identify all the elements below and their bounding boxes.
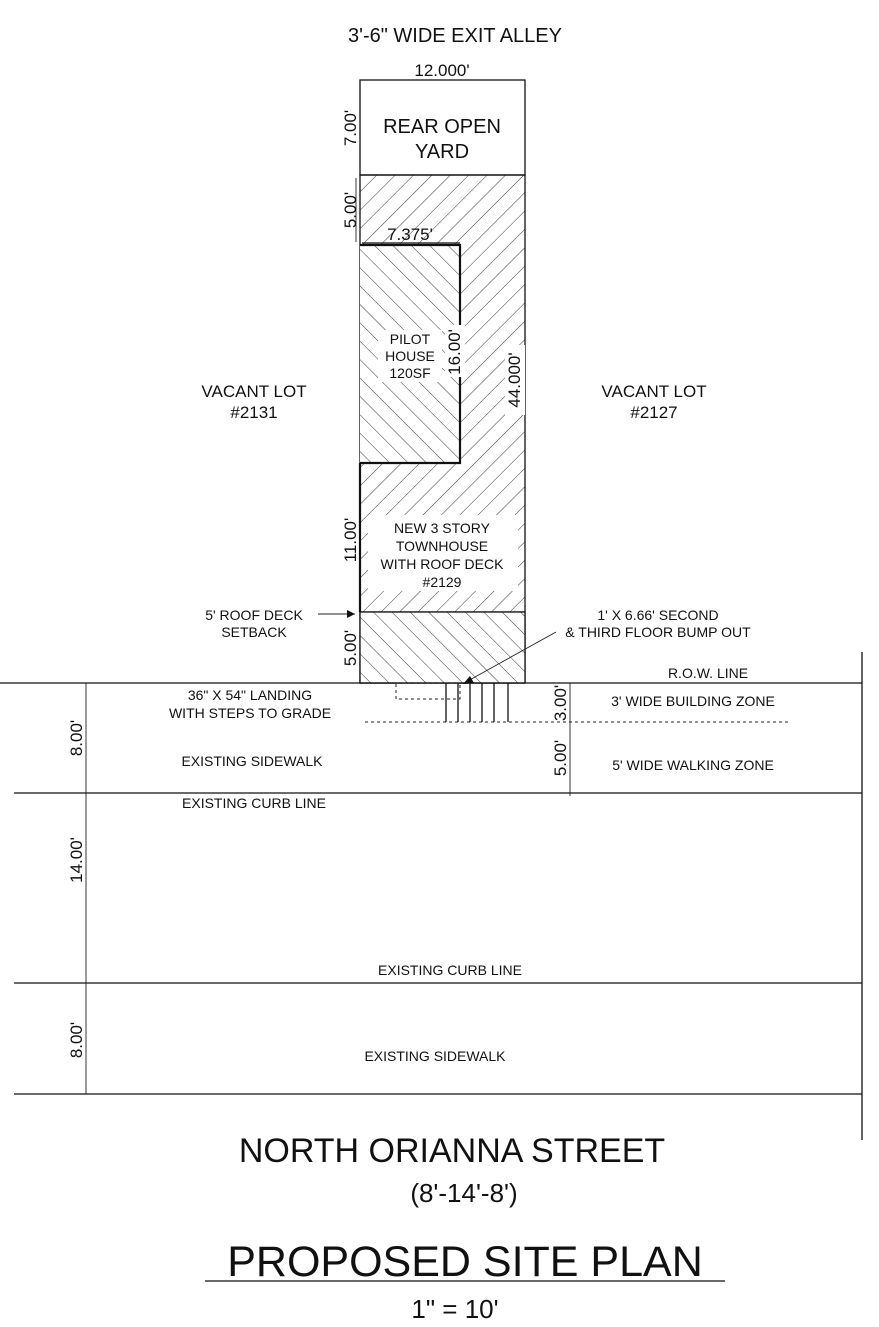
pilot-house-label-1: PILOT: [390, 331, 431, 347]
alley-label: 3'-6" WIDE EXIT ALLEY: [348, 25, 562, 47]
roadway-dim: 14.00': [67, 837, 86, 883]
rear-yard-label-1: REAR OPEN: [383, 116, 501, 138]
building-zone-dim: 3.00': [551, 685, 570, 721]
bump-out-leader: [465, 631, 557, 683]
drawing-title: PROPOSED SITE PLAN: [227, 1238, 703, 1286]
front-setback-dim: 5.00': [341, 630, 360, 666]
left-lot-label-1: VACANT LOT: [201, 382, 306, 401]
walking-zone-label: 5' WIDE WALKING ZONE: [612, 757, 774, 773]
roof-deck-setback-label-2: SETBACK: [221, 624, 287, 640]
roof-deck-setback-label-1: 5' ROOF DECK: [205, 607, 303, 623]
rear-yard-depth-dim: 7.00': [341, 110, 360, 146]
pilot-house-depth-dim: 16.00': [445, 329, 464, 375]
street-widths: (8'-14'-8'): [410, 1178, 517, 1208]
sidewalk-near-dim: 8.00': [67, 720, 86, 756]
alley-width-dim: 12.000': [414, 61, 469, 80]
row-line-label: R.O.W. LINE: [668, 665, 748, 681]
curb-near-label: EXISTING CURB LINE: [182, 795, 326, 811]
rear-yard-label-2: YARD: [415, 141, 469, 163]
street-name: NORTH ORIANNA STREET: [239, 1132, 665, 1170]
sidewalk-near-label: EXISTING SIDEWALK: [181, 753, 323, 769]
building-zone-label: 3' WIDE BUILDING ZONE: [611, 693, 775, 709]
pilot-house-width-dim: 7.375': [387, 225, 433, 244]
landing-label-2: WITH STEPS TO GRADE: [169, 705, 331, 721]
lot-depth-dim: 44.000': [505, 352, 524, 407]
landing-label-1: 36" X 54" LANDING: [188, 687, 312, 703]
sidewalk-far-label: EXISTING SIDEWALK: [364, 1048, 506, 1064]
right-lot-label-1: VACANT LOT: [601, 382, 706, 401]
roof-deck-dim: 11.00': [341, 518, 360, 563]
curb-far-label: EXISTING CURB LINE: [378, 962, 522, 978]
sidewalk-far-dim: 8.00': [67, 1022, 86, 1058]
landing: [395, 682, 461, 700]
pilot-house-label-3: 120SF: [389, 365, 430, 381]
bump-out-label-1: 1' X 6.66' SECOND: [597, 607, 718, 623]
townhouse-label-2: TOWNHOUSE: [396, 538, 488, 554]
pilot-house-label-2: HOUSE: [385, 348, 435, 364]
left-lot-label-2: #2131: [230, 403, 277, 422]
drawing-scale: 1" = 10': [411, 1294, 498, 1324]
townhouse-label-1: NEW 3 STORY: [394, 520, 491, 536]
steps: [445, 683, 509, 722]
walking-zone-dim: 5.00': [551, 740, 570, 776]
townhouse-label-3: WITH ROOF DECK: [381, 556, 505, 572]
rear-setback-dim: 5.00': [341, 192, 360, 228]
townhouse-label-4: #2129: [423, 574, 462, 590]
bump-out-label-2: & THIRD FLOOR BUMP OUT: [565, 624, 751, 640]
right-lot-label-2: #2127: [630, 403, 677, 422]
